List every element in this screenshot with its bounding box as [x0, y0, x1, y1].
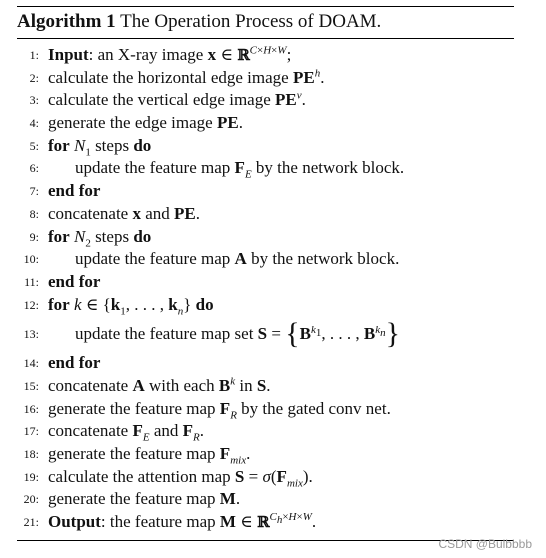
line-number: 14: — [23, 356, 39, 371]
algorithm-line: 18: generate the feature map Fmix. — [17, 443, 514, 466]
line-text: for k ∈ {k1, . . . , kn} do — [48, 294, 214, 317]
line-number: 11: — [24, 274, 39, 289]
algorithm-line: 14: end for — [17, 352, 514, 375]
algorithm-line: 21: Output: the feature map M ∈ ℝCh×H×W. — [17, 511, 514, 534]
line-text: end for — [48, 353, 101, 373]
algorithm-line: 17: concatenate FE and FR. — [17, 420, 514, 443]
algorithm-line: 12: for k ∈ {k1, . . . , kn} do — [17, 294, 514, 317]
line-number: 21: — [23, 515, 39, 530]
line-number: 4: — [29, 116, 39, 131]
line-number: 18: — [23, 447, 39, 461]
algorithm-line: 6: update the feature map FE by the netw… — [17, 157, 514, 180]
watermark: CSDN @Bulbbbb — [438, 537, 532, 551]
algorithm-line: 8: concatenate x and PE. — [17, 203, 514, 226]
line-number: 19: — [23, 469, 39, 484]
algorithm-line: 19: calculate the attention map S = σ(Fm… — [17, 466, 514, 489]
algorithm-line: 4: generate the edge image PE. — [17, 112, 514, 135]
line-text: concatenate FE and FR. — [48, 421, 205, 444]
line-number: 5: — [29, 138, 39, 153]
algorithm-line: 1: Input: an X-ray image x ∈ ℝC×H×W; — [17, 44, 514, 67]
line-number: 13: — [23, 327, 39, 342]
line-text: end for — [48, 181, 101, 201]
line-number: 12: — [23, 297, 39, 312]
line-text: calculate the vertical edge image PEv. — [48, 89, 306, 110]
algorithm-line: 2: calculate the horizontal edge image P… — [17, 67, 514, 90]
line-text: for N1 steps do — [48, 135, 152, 159]
line-text: calculate the horizontal edge image PEh. — [48, 67, 325, 87]
algorithm-line: 15: concatenate A with each Bk in S. — [17, 375, 514, 398]
line-text: concatenate x and PE. — [48, 203, 200, 223]
line-text: generate the edge image PE. — [48, 113, 243, 133]
line-number: 1: — [29, 48, 39, 62]
algorithm-line: 11: end for — [17, 271, 514, 294]
line-number: 15: — [23, 378, 39, 393]
line-number: 20: — [23, 492, 39, 507]
bottom-rule — [17, 539, 514, 541]
line-number: 10: — [23, 252, 39, 267]
algorithm-line: 20: generate the feature map M. — [17, 488, 514, 511]
line-text: generate the feature map Fmix. — [48, 444, 251, 467]
line-text: Output: the feature map M ∈ ℝCh×H×W. — [48, 511, 317, 532]
algorithm-line: 7: end for — [17, 180, 514, 203]
algorithm-line: 3: calculate the vertical edge image PEv… — [17, 89, 514, 112]
line-number: 8: — [29, 206, 39, 221]
algorithm-line: 16: generate the feature map FR by the g… — [17, 398, 514, 421]
line-text: calculate the attention map S = σ(Fmix). — [48, 466, 313, 490]
line-text: end for — [48, 271, 101, 291]
algorithm-block: Algorithm 1 The Operation Process of DOA… — [17, 6, 514, 541]
line-text: Input: an X-ray image x ∈ ℝC×H×W; — [48, 44, 292, 64]
line-text: update the feature map FE by the network… — [75, 158, 405, 181]
line-text: concatenate A with each Bk in S. — [48, 375, 271, 395]
line-number: 2: — [29, 70, 39, 85]
top-rule — [17, 6, 514, 7]
line-number: 6: — [29, 161, 39, 176]
algorithm-line: 10: update the feature map A by the netw… — [17, 248, 514, 271]
caption-rule — [17, 38, 514, 39]
line-number: 17: — [23, 424, 39, 439]
line-text: generate the feature map M. — [48, 489, 241, 509]
algorithm-line: 13: update the feature map set S = {Bk1,… — [17, 316, 514, 352]
line-text: update the feature map set S = {Bk1, . .… — [75, 317, 401, 351]
algorithm-line: 5: for N1 steps do — [17, 135, 514, 158]
line-text: for N2 steps do — [48, 226, 152, 249]
line-number: 7: — [29, 184, 39, 199]
line-text: update the feature map A by the network … — [75, 249, 400, 269]
algorithm-lines: 1: Input: an X-ray image x ∈ ℝC×H×W; 2: … — [17, 39, 514, 540]
line-number: 9: — [29, 229, 39, 244]
line-number: 16: — [23, 401, 39, 416]
algorithm-line: 9: for N2 steps do — [17, 226, 514, 249]
algorithm-caption: Algorithm 1 The Operation Process of DOA… — [17, 7, 514, 34]
algorithm-title: The Operation Process of DOAM. — [120, 11, 382, 32]
line-number: 3: — [29, 93, 39, 108]
line-text: generate the feature map FR by the gated… — [48, 398, 391, 422]
algorithm-label: Algorithm 1 — [17, 11, 116, 32]
